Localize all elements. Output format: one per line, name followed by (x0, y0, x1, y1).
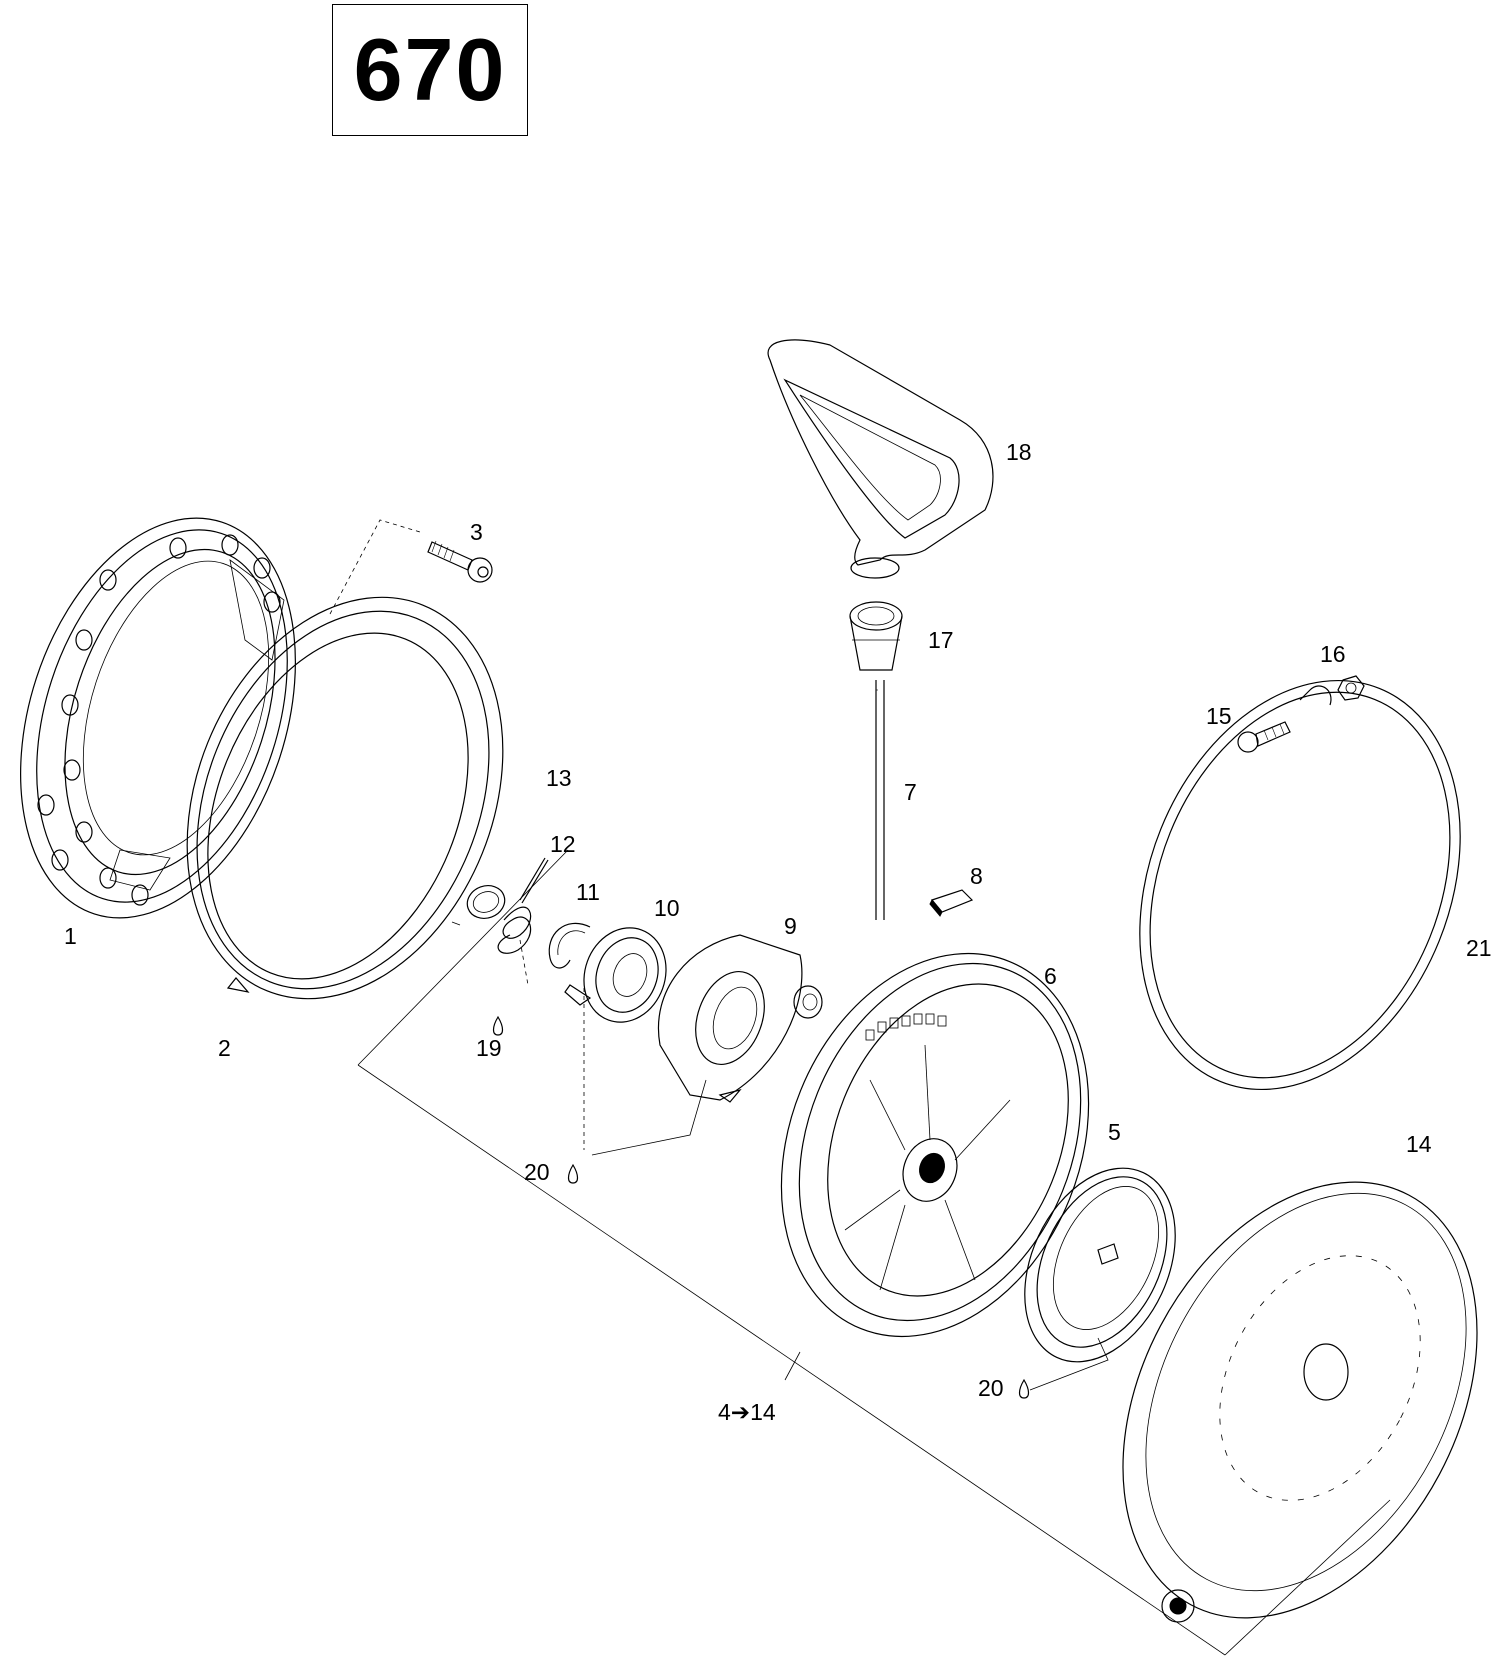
part-13-clip[interactable] (463, 880, 510, 923)
label-part-10: 10 (654, 895, 680, 921)
part-15-screw[interactable] (1237, 721, 1291, 753)
part-5-recoil-spring[interactable] (995, 1144, 1204, 1386)
label-part-7: 7 (904, 779, 917, 805)
part-9-cam[interactable] (657, 934, 823, 1103)
label-part-21: 21 (1466, 935, 1492, 961)
label-part-18: 18 (1006, 439, 1032, 465)
label-part-5: 5 (1108, 1119, 1121, 1145)
part-10-pawl-disk[interactable] (564, 916, 679, 1034)
droplet-icon (567, 1163, 579, 1184)
part-7-rope[interactable] (875, 680, 885, 920)
label-part-19: 19 (476, 1035, 502, 1061)
label-part-4-14: 4➔14 (718, 1399, 776, 1425)
label-part-16: 16 (1320, 641, 1346, 667)
label-part-17: 17 (928, 627, 954, 653)
droplet-icon (1018, 1378, 1030, 1399)
part-12-spring[interactable] (497, 857, 549, 954)
label-part-1: 1 (64, 923, 77, 949)
label-part-14: 14 (1406, 1131, 1432, 1157)
part-6-rope-pulley[interactable] (726, 907, 1143, 1383)
label-part-20-a: 20 (524, 1159, 550, 1185)
part-16-nut[interactable] (1337, 675, 1365, 701)
label-part-13: 13 (546, 765, 572, 791)
label-part-15: 15 (1206, 703, 1232, 729)
label-part-2: 2 (218, 1035, 231, 1061)
part-17-rope-guide[interactable] (849, 601, 903, 671)
part-1-flange-ring[interactable] (0, 483, 343, 954)
model-number: 670 (353, 20, 507, 119)
label-part-20-b: 20 (978, 1375, 1004, 1401)
part-11-e-clip[interactable] (548, 922, 591, 969)
label-part-11: 11 (576, 879, 600, 905)
part-2-rim-ring[interactable] (130, 550, 560, 1047)
label-part-9: 9 (784, 913, 797, 939)
assembly-bracket (357, 849, 1391, 1656)
part-21-outer-band[interactable] (1082, 632, 1500, 1138)
model-number-box: 670 (332, 4, 528, 136)
droplet-icon (492, 1015, 504, 1036)
label-part-3: 3 (470, 519, 483, 545)
part-8-key[interactable] (929, 889, 974, 917)
label-part-12: 12 (550, 831, 576, 857)
part-18-handle-grip[interactable] (767, 339, 994, 579)
part-14-starter-cover[interactable] (1052, 1121, 1500, 1658)
label-part-8: 8 (970, 863, 983, 889)
label-part-6: 6 (1044, 963, 1057, 989)
leader-lines (451, 921, 1109, 1391)
part-3-screw[interactable] (427, 540, 493, 583)
